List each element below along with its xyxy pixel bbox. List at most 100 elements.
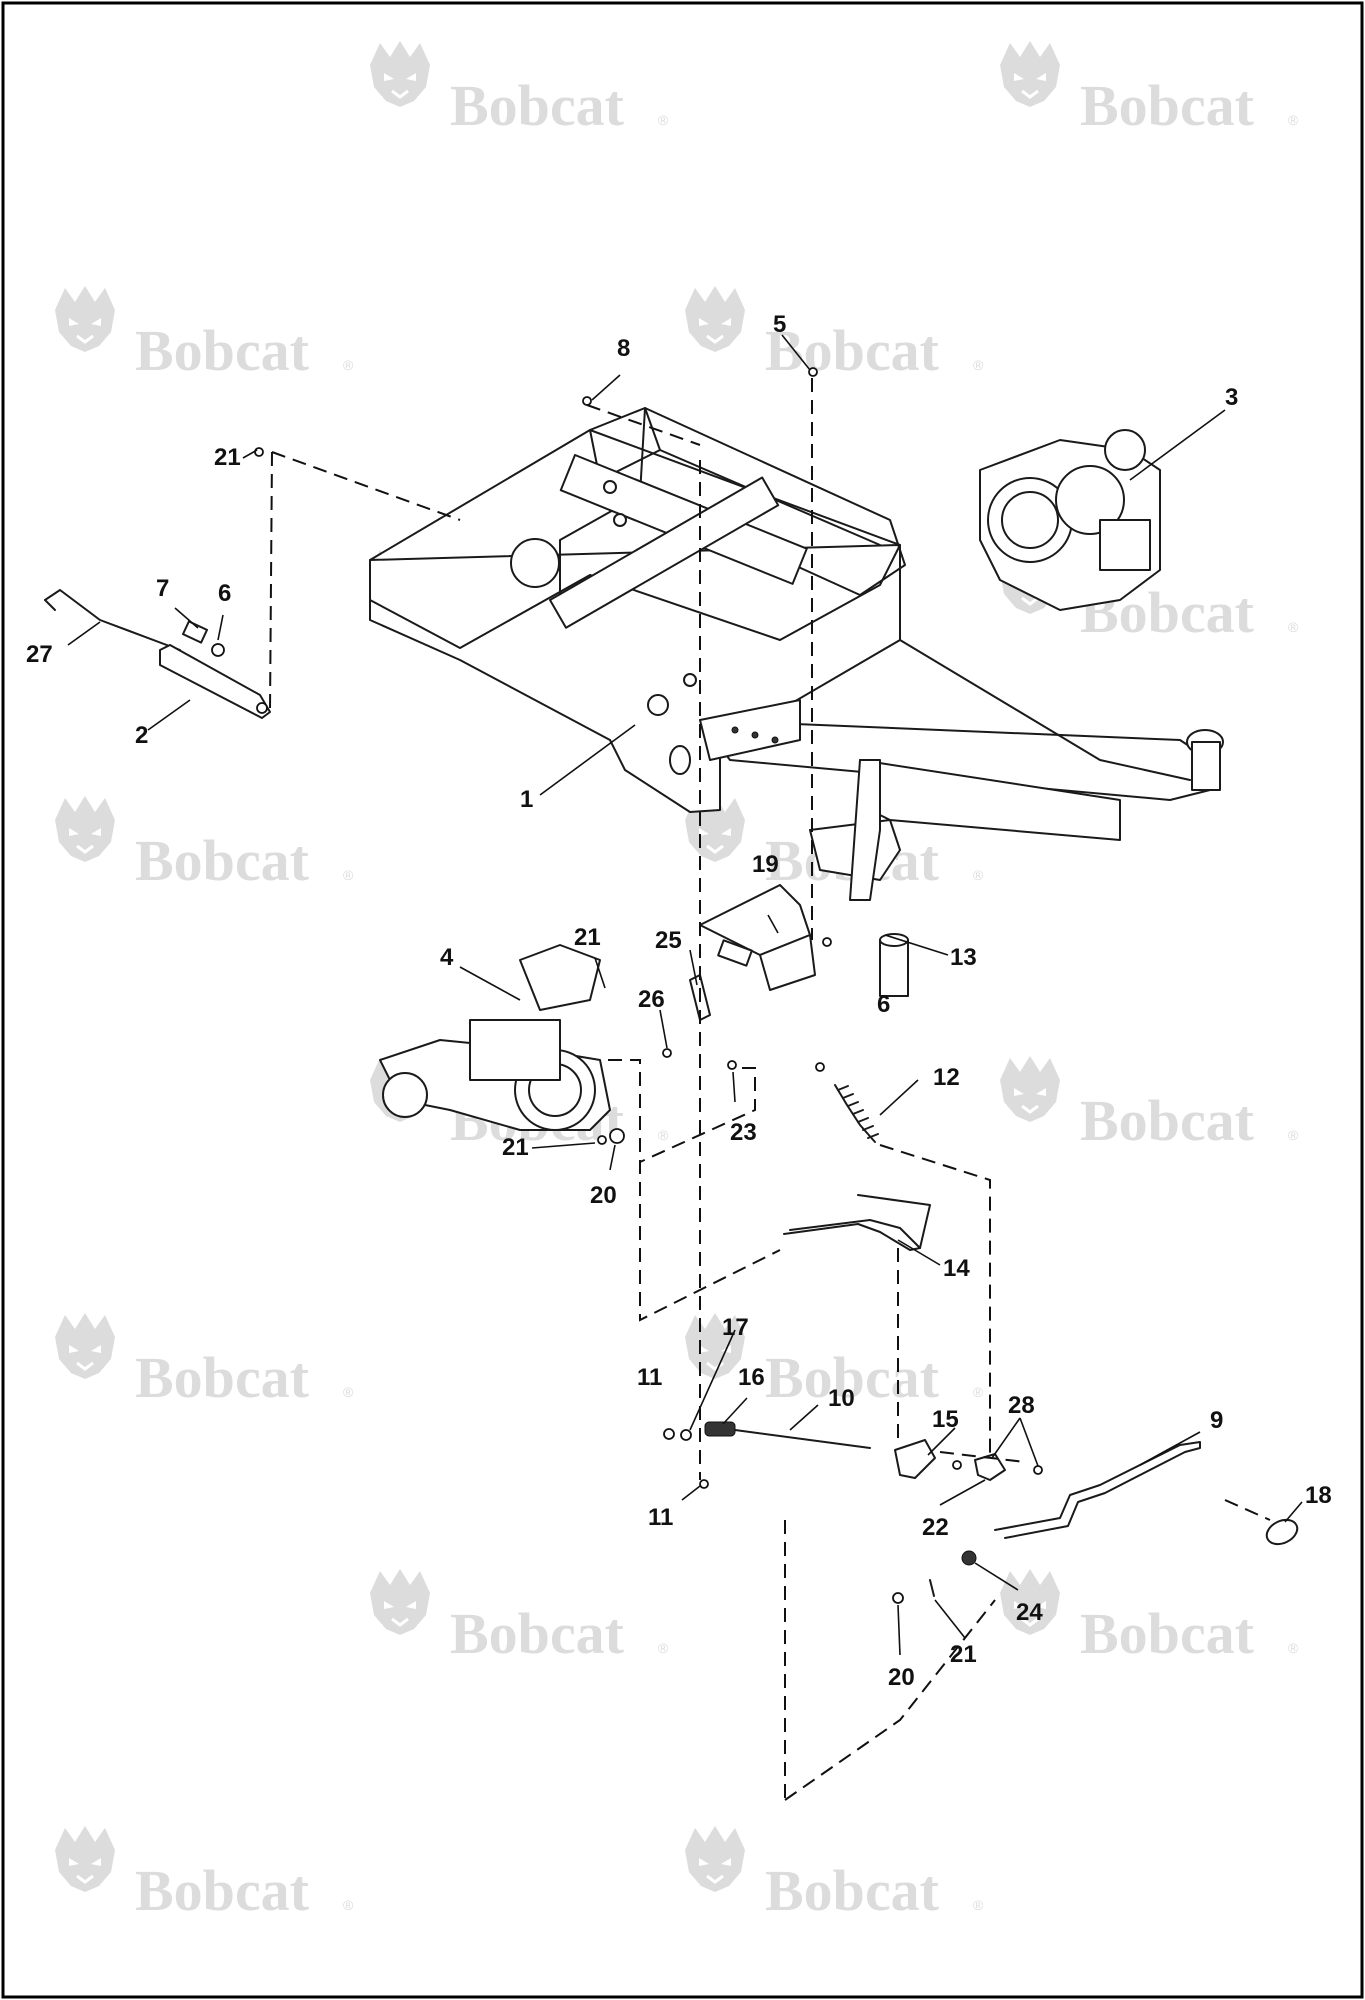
rod-bracket — [894, 1439, 936, 1479]
lever-knob — [1265, 1518, 1299, 1546]
callout-21-top: 21 — [214, 444, 241, 471]
pedal-bracket — [699, 884, 816, 991]
bobcat-watermark: Bobcat ® — [683, 1311, 984, 1410]
callout-2: 2 — [135, 722, 148, 749]
watermark-reg-mark: ® — [343, 1897, 354, 1913]
leader-lines — [67, 334, 1303, 1656]
bobcat-watermark: Bobcat ® — [998, 1054, 1299, 1153]
pivot-block — [974, 1453, 1006, 1481]
bobcat-watermark: Bobcat ® — [53, 1824, 354, 1923]
hydro-pump-left — [379, 944, 611, 1131]
watermark-brand-text: Bobcat — [765, 1345, 940, 1410]
callout-20-mid: 20 — [590, 1182, 617, 1209]
bobcat-head-icon — [368, 1567, 432, 1637]
linkage-left — [44, 589, 271, 719]
bobcat-head-icon — [53, 1311, 117, 1381]
callout-5: 5 — [773, 311, 786, 338]
callout-16: 16 — [738, 1364, 765, 1391]
callout-21-mid: 21 — [574, 924, 601, 951]
bobcat-head-icon — [53, 284, 117, 354]
callout-11-bottom: 11 — [648, 1504, 673, 1531]
watermark-reg-mark: ® — [1288, 112, 1299, 128]
watermark-brand-text: Bobcat — [135, 1345, 310, 1410]
callout-19: 19 — [752, 851, 779, 878]
callout-1: 1 — [520, 786, 533, 813]
watermark-reg-mark: ® — [658, 1127, 669, 1143]
bobcat-watermark: Bobcat ® — [53, 1311, 354, 1410]
callout-10: 10 — [828, 1385, 855, 1412]
bobcat-head-icon — [998, 39, 1062, 109]
spring-large — [834, 1084, 879, 1143]
bobcat-head-icon — [53, 1824, 117, 1894]
watermark-brand-text: Bobcat — [765, 318, 940, 383]
bobcat-watermark: Bobcat ® — [53, 284, 354, 383]
bobcat-head-icon — [683, 1824, 747, 1894]
callout-18: 18 — [1305, 1482, 1332, 1509]
watermark-reg-mark: ® — [343, 357, 354, 373]
callout-14: 14 — [943, 1255, 970, 1282]
callout-15: 15 — [932, 1406, 959, 1433]
bobcat-head-icon — [998, 1054, 1062, 1124]
watermark-reg-mark: ® — [343, 867, 354, 883]
callout-26: 26 — [638, 986, 665, 1013]
callout-21-left: 21 — [502, 1134, 529, 1161]
callout-6-mid: 6 — [877, 991, 890, 1018]
callout-3: 3 — [1225, 384, 1238, 411]
main-frame — [369, 407, 1224, 997]
bobcat-head-icon — [683, 284, 747, 354]
bobcat-head-icon — [368, 39, 432, 109]
watermark-brand-text: Bobcat — [1080, 1601, 1255, 1666]
callout-22: 22 — [922, 1514, 949, 1541]
callout-13: 13 — [950, 944, 977, 971]
watermark-reg-mark: ® — [1288, 619, 1299, 635]
callout-9: 9 — [1210, 1407, 1223, 1434]
callout-27: 27 — [26, 641, 53, 668]
bobcat-head-icon — [53, 794, 117, 864]
bobcat-watermark: Bobcat ® — [998, 39, 1299, 138]
watermark-reg-mark: ® — [973, 867, 984, 883]
watermark-reg-mark: ® — [343, 1384, 354, 1400]
watermark-brand-text: Bobcat — [135, 828, 310, 893]
bobcat-watermark: Bobcat ® — [998, 1567, 1299, 1666]
assembly-dash-lines — [269, 378, 1271, 1801]
callout-11-top: 11 — [637, 1364, 662, 1391]
callout-20-bottom: 20 — [888, 1664, 915, 1691]
callout-23: 23 — [730, 1119, 757, 1146]
watermark-brand-text: Bobcat — [135, 318, 310, 383]
callout-17: 17 — [722, 1314, 749, 1341]
callout-28: 28 — [1008, 1392, 1035, 1419]
watermark-brand-text: Bobcat — [1080, 1088, 1255, 1153]
watermark-reg-mark: ® — [1288, 1640, 1299, 1656]
hardware-items — [254, 367, 1043, 1604]
watermark-brand-text: Bobcat — [450, 73, 625, 138]
bobcat-watermark: Bobcat ® — [683, 1824, 984, 1923]
control-rod — [783, 1194, 931, 1251]
callout-25: 25 — [655, 927, 682, 954]
watermark-brand-text: Bobcat — [765, 1858, 940, 1923]
callout-24: 24 — [1016, 1599, 1043, 1626]
watermark-brand-text: Bobcat — [135, 1858, 310, 1923]
watermark-reg-mark: ® — [973, 1897, 984, 1913]
watermark-reg-mark: ® — [658, 112, 669, 128]
callout-12: 12 — [933, 1064, 960, 1091]
bobcat-watermark: Bobcat ® — [368, 1567, 669, 1666]
callout-8: 8 — [617, 335, 630, 362]
watermark-reg-mark: ® — [973, 1384, 984, 1400]
watermark-brand-text: Bobcat — [450, 1601, 625, 1666]
watermark-reg-mark: ® — [658, 1640, 669, 1656]
bobcat-watermark: Bobcat ® — [53, 794, 354, 893]
callout-21-bottom: 21 — [950, 1641, 977, 1668]
watermark-reg-mark: ® — [973, 357, 984, 373]
bobcat-watermark: Bobcat ® — [683, 284, 984, 383]
bobcat-watermark: Bobcat ® — [368, 39, 669, 138]
callout-4: 4 — [440, 944, 454, 971]
watermark-brand-text: Bobcat — [1080, 73, 1255, 138]
hydro-pump-right — [979, 429, 1161, 611]
callout-7: 7 — [156, 575, 169, 602]
watermark-layer: Bobcat®Bobcat®Bobcat®Bobcat®Bobcat®Bobca… — [53, 39, 1299, 1923]
drive-lever — [994, 1441, 1201, 1539]
threaded-rod — [704, 1421, 871, 1449]
watermark-reg-mark: ® — [1288, 1127, 1299, 1143]
